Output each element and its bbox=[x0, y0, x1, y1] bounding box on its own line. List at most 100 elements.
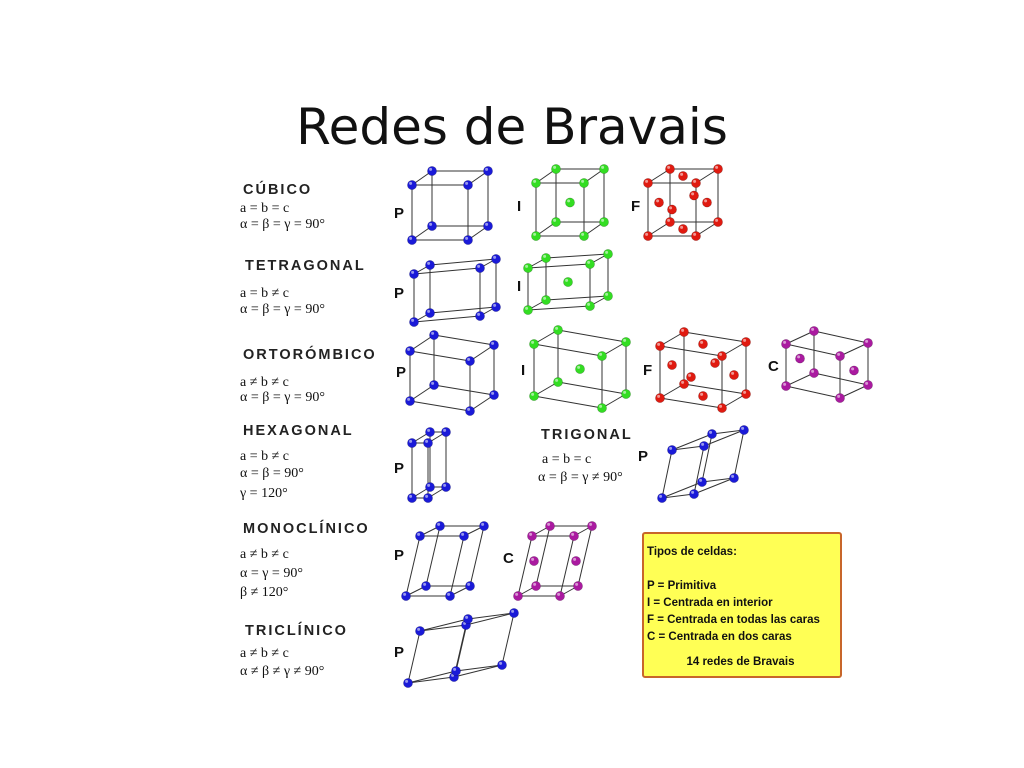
lattice-orthorhombic-c-atom-highlight bbox=[783, 340, 787, 344]
lattice-cubic-f-atom bbox=[678, 224, 688, 234]
lattice-cubic-p-atom bbox=[483, 166, 493, 176]
lattice-orthorhombic-i-edge bbox=[533, 381, 559, 397]
lattice-tetragonal-i-atom bbox=[523, 263, 533, 273]
lattice-orthorhombic-c-atom bbox=[835, 351, 845, 361]
lattice-orthorhombic-f-atom-highlight bbox=[700, 392, 704, 396]
type-label-cubic-i: I bbox=[517, 198, 522, 215]
system-name-triclinic: TRICLÍNICO bbox=[245, 623, 348, 639]
lattice-orthorhombic-i-atom bbox=[597, 351, 607, 361]
lattice-tetragonal-p-atom-highlight bbox=[493, 255, 497, 259]
lattice-monoclinic-p-edge bbox=[463, 525, 485, 537]
lattice-cubic-i-atom-highlight bbox=[601, 218, 605, 222]
param-triclinic-1: a ≠ b ≠ c bbox=[240, 646, 289, 661]
lattice-tetragonal-i-atom-highlight bbox=[605, 292, 609, 296]
lattice-triclinic-p-atom bbox=[403, 678, 413, 688]
lattice-cubic-i-atom bbox=[579, 178, 589, 188]
lattice-cubic-f-edge bbox=[695, 221, 719, 237]
lattice-cubic-f-atom bbox=[691, 231, 701, 241]
lattice-orthorhombic-c-atom-highlight bbox=[811, 369, 815, 373]
lattice-trigonal-p-edge bbox=[693, 445, 705, 495]
lattice-monoclinic-c-edge bbox=[577, 525, 593, 587]
lattice-hexagonal-p-atom-highlight bbox=[443, 428, 447, 432]
lattice-cubic-i-edge bbox=[535, 221, 557, 237]
lattice-orthorhombic-c-atom bbox=[863, 380, 873, 390]
lattice-monoclinic-c-atom bbox=[571, 556, 581, 566]
lattice-cubic-f-atom-highlight bbox=[715, 218, 719, 222]
lattice-orthorhombic-f-atom bbox=[667, 360, 677, 370]
lattice-orthorhombic-p-atom-highlight bbox=[431, 381, 435, 385]
param-cubic-2: α = β = γ = 90° bbox=[240, 217, 325, 232]
lattice-orthorhombic-f-edge bbox=[721, 393, 747, 409]
lattice-triclinic-p-edge bbox=[453, 664, 503, 678]
lattice-orthorhombic-p-atom bbox=[405, 396, 415, 406]
lattice-orthorhombic-p-atom-highlight bbox=[491, 391, 495, 395]
lattice-cubic-f-atom bbox=[689, 190, 699, 201]
lattice-orthorhombic-f-atom-highlight bbox=[719, 404, 723, 408]
lattice-orthorhombic-p-edge bbox=[433, 384, 495, 396]
lattice-orthorhombic-c-atom bbox=[849, 365, 859, 376]
lattice-trigonal-p-atom bbox=[707, 429, 717, 439]
lattice-tetragonal-p-atom-highlight bbox=[427, 261, 431, 265]
lattice-orthorhombic-f-edge bbox=[659, 383, 685, 399]
lattice-orthorhombic-c-atom bbox=[835, 393, 845, 403]
lattice-monoclinic-c-edge bbox=[559, 585, 579, 597]
lattice-orthorhombic-p-atom bbox=[405, 346, 415, 356]
lattice-monoclinic-c-atom-highlight bbox=[589, 522, 593, 526]
lattice-orthorhombic-i-atom bbox=[529, 339, 539, 349]
lattice-tetragonal-i-edge bbox=[545, 295, 609, 301]
lattice-monoclinic-c-edge bbox=[517, 535, 533, 597]
lattice-tetragonal-i-atom bbox=[541, 295, 551, 305]
lattice-orthorhombic-c-edge bbox=[785, 343, 841, 357]
lattice-monoclinic-c-atom bbox=[569, 531, 579, 541]
lattice-orthorhombic-f-atom bbox=[717, 351, 727, 361]
lattice-cubic-i-atom-highlight bbox=[581, 232, 585, 236]
lattice-cubic-i-atom-highlight bbox=[601, 165, 605, 169]
lattice-triclinic-p-edge bbox=[467, 612, 515, 620]
lattice-orthorhombic-p-atom-highlight bbox=[407, 347, 411, 351]
lattice-monoclinic-c-atom bbox=[555, 591, 565, 601]
lattice-orthorhombic-c-atom bbox=[809, 368, 819, 378]
lattice-monoclinic-c-edge bbox=[535, 525, 551, 587]
lattice-hexagonal-p-atom-highlight bbox=[409, 494, 413, 498]
lattice-cubic-i-atom-highlight bbox=[553, 218, 557, 222]
param-monoclinic-3: β ≠ 120° bbox=[240, 585, 289, 600]
lattice-tetragonal-i-atom bbox=[563, 277, 573, 287]
lattice-cubic-i-edge bbox=[583, 221, 605, 237]
lattice-cubic-f-atom bbox=[643, 231, 653, 241]
lattice-tetragonal-i-atom-highlight bbox=[543, 254, 547, 258]
lattice-orthorhombic-f-atom-highlight bbox=[731, 371, 735, 375]
lattice-orthorhombic-c-atom-highlight bbox=[865, 381, 869, 385]
lattice-cubic-f-atom bbox=[665, 164, 675, 174]
lattice-monoclinic-p-edge bbox=[419, 525, 441, 537]
lattice-tetragonal-i-atom-highlight bbox=[525, 264, 529, 268]
lattice-trigonal-p-atom bbox=[657, 493, 667, 503]
lattice-tetragonal-i-atom bbox=[523, 305, 533, 315]
lattice-orthorhombic-f-atom-highlight bbox=[669, 361, 673, 365]
lattice-hexagonal-p-atom bbox=[425, 482, 435, 492]
lattice-cubic-p-edge bbox=[411, 170, 433, 186]
lattice-orthorhombic-p-edge bbox=[469, 394, 495, 412]
lattice-hexagonal-p-atom bbox=[441, 482, 451, 492]
lattice-orthorhombic-f-atom bbox=[655, 393, 665, 403]
lattice-orthorhombic-c-atom-highlight bbox=[865, 339, 869, 343]
lattice-monoclinic-p-edge bbox=[405, 535, 421, 597]
lattice-triclinic-p-atom-highlight bbox=[465, 615, 469, 619]
lattice-cubic-f-atom bbox=[713, 217, 723, 227]
lattice-orthorhombic-f-atom bbox=[741, 389, 751, 399]
param-tetragonal-1: a = b ≠ c bbox=[240, 286, 290, 301]
lattice-trigonal-p-edge bbox=[733, 429, 745, 479]
lattice-orthorhombic-c-atom-highlight bbox=[837, 394, 841, 398]
lattice-hexagonal-p-atom bbox=[423, 438, 433, 448]
lattice-cubic-f-atom-highlight bbox=[691, 192, 695, 196]
lattice-orthorhombic-i-atom-highlight bbox=[623, 390, 627, 394]
lattice-hexagonal-p-atom bbox=[423, 493, 433, 503]
lattice-orthorhombic-f-atom bbox=[717, 403, 727, 413]
system-name-orthorhombic: ORTORÓMBICO bbox=[243, 347, 377, 363]
lattice-monoclinic-p-atom-highlight bbox=[437, 522, 441, 526]
param-orthorhombic-2: α = β = γ = 90° bbox=[240, 390, 325, 405]
legend-item-base-centered: C = Centrada en dos caras bbox=[647, 631, 792, 643]
lattice-orthorhombic-p-edge bbox=[433, 334, 495, 346]
lattice-orthorhombic-f-atom-highlight bbox=[681, 380, 685, 384]
lattice-cubic-p-atom-highlight bbox=[409, 236, 413, 240]
lattice-orthorhombic-p-atom-highlight bbox=[467, 407, 471, 411]
